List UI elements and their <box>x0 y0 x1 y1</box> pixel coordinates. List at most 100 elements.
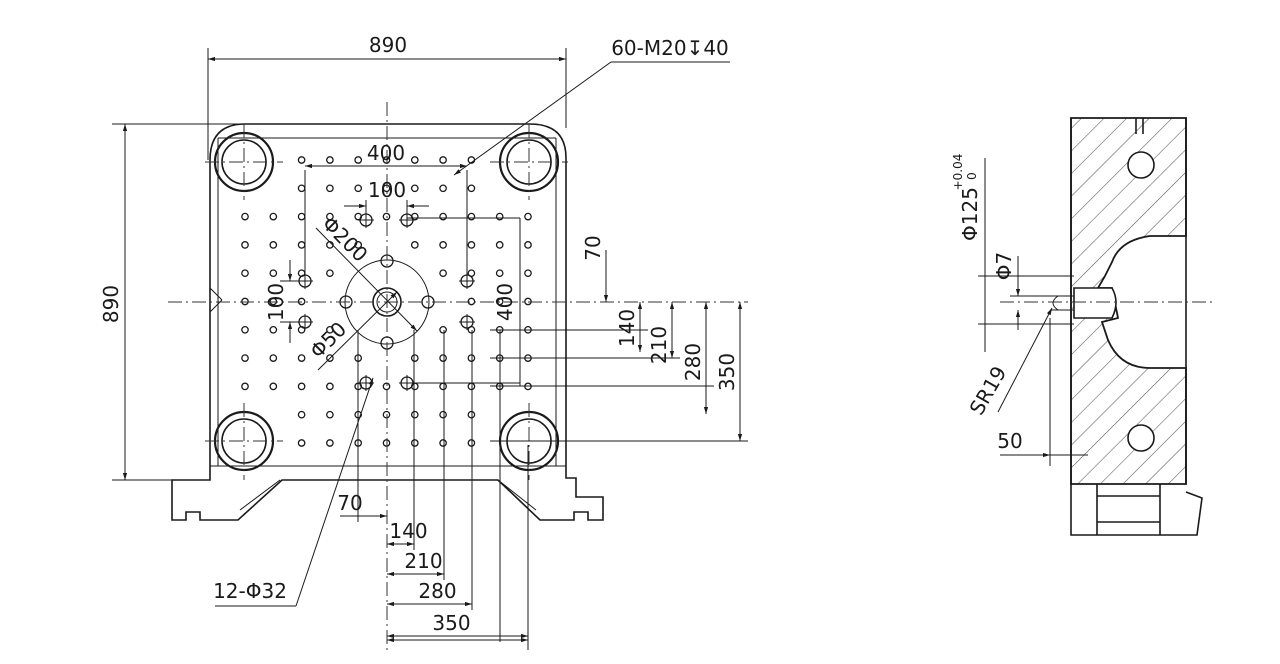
thread-hole <box>326 410 334 419</box>
thread-hole <box>297 156 306 164</box>
right-dim-label: 140 <box>615 309 639 347</box>
thread-hole <box>241 269 249 278</box>
thread-hole <box>241 212 249 221</box>
thread-hole <box>467 212 476 221</box>
thread-hole <box>297 354 306 362</box>
section-outline-detail <box>1070 118 1203 536</box>
nozzle-hole-dimension: Φ7 <box>992 252 1050 330</box>
locating-hole-label: 12-Φ32 <box>213 579 287 603</box>
thread-hole <box>326 184 334 193</box>
overall-height-dimension: 890 <box>99 123 244 481</box>
thread-hole <box>326 269 334 278</box>
section-bore-bottom <box>1127 424 1155 452</box>
thread-hole-callout: 60-M20↧40 <box>453 36 730 176</box>
bottom-dim-label: 70 <box>337 491 362 515</box>
thread-hole <box>439 325 447 334</box>
bottom-dim-label: 280 <box>418 579 456 603</box>
thread-hole <box>467 241 476 249</box>
platen-outline <box>171 123 604 521</box>
top-100-label: 100 <box>368 178 406 202</box>
thread-hole <box>241 241 249 249</box>
nozzle-hole-label: Φ7 <box>992 252 1016 280</box>
center-diameter-callout: Φ50 <box>305 291 398 371</box>
thread-hole <box>410 241 419 249</box>
thread-hole <box>467 410 476 419</box>
nozzle-recess <box>1073 287 1117 319</box>
top-400-label: 400 <box>367 141 405 165</box>
thread-hole <box>354 184 363 193</box>
thread-hole <box>439 212 447 221</box>
thread-hole <box>354 241 363 249</box>
locating-hole <box>459 314 475 330</box>
thread-hole <box>410 184 419 193</box>
thread-hole <box>297 184 306 193</box>
thread-hole <box>524 269 532 278</box>
thread-hole <box>439 354 447 362</box>
thread-hole <box>467 439 476 447</box>
ring-diameter-callout: Φ200 <box>315 212 418 332</box>
thread-hole <box>439 156 447 164</box>
bore-tol-upper: +0.04 <box>951 154 965 191</box>
overall-width-label: 890 <box>369 33 407 57</box>
left-100-label: 100 <box>264 283 288 321</box>
thread-hole <box>439 439 447 447</box>
thread-hole <box>439 241 447 249</box>
depth-label: 50 <box>997 429 1022 453</box>
section-bore-top <box>1127 151 1155 179</box>
thread-hole <box>326 354 334 362</box>
thread-hole <box>297 212 306 221</box>
thread-hole <box>269 212 278 221</box>
thread-hole <box>439 382 447 391</box>
top-400-dimension: 400 <box>304 141 468 284</box>
platen-front-view: 890 890 400 100 <box>99 33 748 650</box>
thread-hole <box>326 156 334 164</box>
thread-hole <box>269 382 278 391</box>
sphere-radius-label: SR19 <box>965 362 1012 419</box>
thread-hole <box>269 241 278 249</box>
thread-hole <box>241 354 249 362</box>
top-100-dimension: 100 <box>344 178 521 386</box>
thread-hole <box>410 354 419 362</box>
thread-hole <box>326 382 334 391</box>
thread-hole <box>439 410 447 419</box>
thread-hole <box>269 325 278 334</box>
thread-hole <box>297 439 306 447</box>
right-400-dimension: 400 <box>493 283 517 321</box>
overall-width-dimension: 890 <box>207 33 567 160</box>
bore-diameter-label: Φ125 <box>958 187 982 241</box>
thread-hole <box>495 269 504 278</box>
thread-hole <box>326 325 334 334</box>
right-400-label: 400 <box>493 283 517 321</box>
bottom-dim-label: 350 <box>432 611 470 635</box>
thread-hole <box>241 325 249 334</box>
thread-hole <box>354 156 363 164</box>
center-diameter-label: Φ50 <box>305 317 351 363</box>
bore-diameter-dimension: Φ125 +0.04 0 <box>951 154 1074 352</box>
thread-hole <box>382 212 391 221</box>
thread-hole <box>382 382 391 391</box>
thread-hole <box>410 156 419 164</box>
thread-hole <box>524 241 532 249</box>
right-dim-label: 280 <box>681 343 705 381</box>
thread-hole <box>269 269 278 278</box>
thread-hole <box>439 184 447 193</box>
thread-hole <box>410 410 419 419</box>
thread-hole <box>439 269 447 278</box>
sprue-hole <box>1050 295 1074 311</box>
bottom-dim-label: 140 <box>389 519 427 543</box>
right-dim-label: 210 <box>647 326 671 364</box>
base-flange-lines <box>210 465 566 511</box>
thread-hole <box>326 212 334 221</box>
thread-hole <box>467 354 476 362</box>
thread-hole <box>297 382 306 391</box>
left-100-dimension: 100 <box>264 260 308 343</box>
platen-section-view: Φ125 +0.04 0 Φ7 SR19 50 <box>951 117 1216 536</box>
thread-hole <box>495 297 504 306</box>
thread-hole <box>326 439 334 447</box>
locating-hole-callout: 12-Φ32 <box>213 377 374 607</box>
thread-hole <box>297 241 306 249</box>
depth-dimension: 50 <box>997 318 1088 466</box>
